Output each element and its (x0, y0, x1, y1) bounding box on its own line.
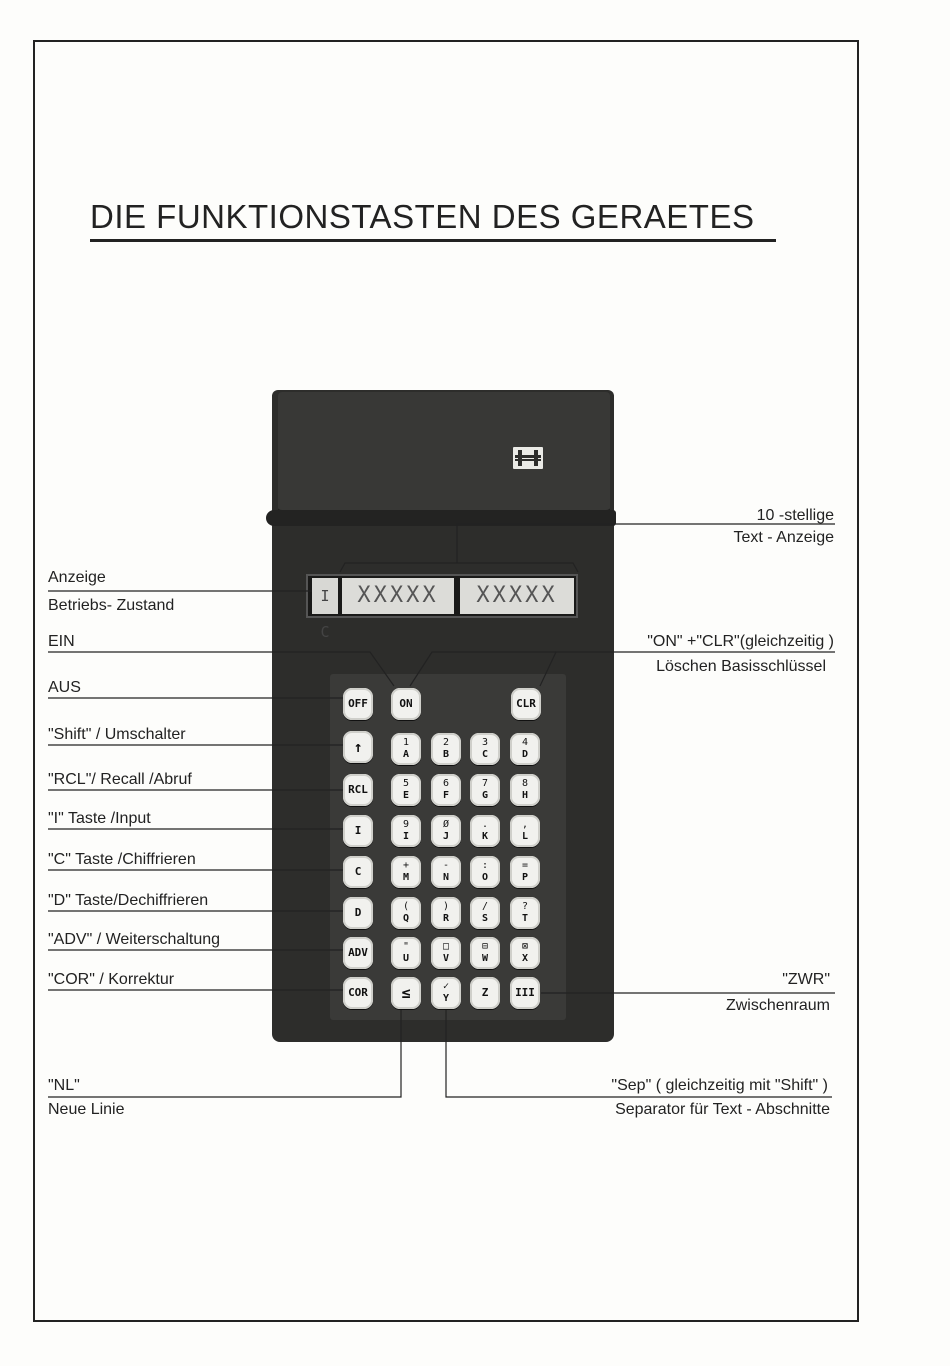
key-equals-p[interactable]: =P (510, 856, 540, 888)
nl-key[interactable]: ≤ (391, 977, 421, 1009)
lid-lip (266, 510, 616, 526)
label-nl: "NL" (48, 1077, 80, 1094)
key-box-w[interactable]: ⊟W (470, 937, 500, 969)
key-colon-o[interactable]: :O (470, 856, 500, 888)
brand-logo-icon (513, 447, 543, 469)
key-z[interactable]: Z (470, 977, 500, 1009)
status-indicator: I C (312, 578, 338, 641)
off-key[interactable]: OFF (343, 688, 373, 720)
label-betriebs-zustand: Betriebs- Zustand (48, 597, 175, 614)
adv-key[interactable]: ADV (343, 937, 373, 969)
page-title: DIE FUNKTIONSTASTEN DES GERAETES (90, 198, 755, 235)
key-plus-m[interactable]: +M (391, 856, 421, 888)
key-dot-k[interactable]: .K (470, 815, 500, 847)
label-chiffrieren: "C" Taste /Chiffrieren (48, 851, 196, 868)
text-display-bracket (339, 562, 579, 573)
label-on-clr: "ON" +"CLR"(gleichzeitig ) (647, 633, 834, 650)
leader-on-clr (409, 651, 835, 687)
label-anzeige: Anzeige (48, 569, 106, 586)
text-display-left: XXXXX (342, 578, 454, 614)
label-aus: AUS (48, 679, 81, 696)
key-rparen-r[interactable]: )R (431, 897, 461, 929)
label-shift: "Shift" / Umschalter (48, 726, 186, 743)
label-ein: EIN (48, 633, 75, 650)
label-separator: Separator für Text - Abschnitte (615, 1101, 830, 1118)
d-key[interactable]: D (343, 897, 373, 929)
leader-clr (539, 651, 557, 687)
leader-ein (48, 651, 395, 687)
device-lid (278, 392, 610, 512)
label-input: "I" Taste /Input (48, 810, 151, 827)
label-10-stellige: 10 -stellige (756, 507, 834, 524)
label-zwischenraum: Zwischenraum (725, 997, 830, 1014)
label-text-anzeige: Text - Anzeige (733, 529, 835, 546)
label-dechiffrieren: "D" Taste/Dechiffrieren (48, 892, 209, 909)
key-question-t[interactable]: ?T (510, 897, 540, 929)
title-underline (90, 239, 776, 242)
label-loeschen-basisschluessel: Löschen Basisschlüssel (656, 658, 826, 675)
rcl-key[interactable]: RCL (343, 774, 373, 806)
label-zwr: "ZWR" (782, 971, 830, 988)
label-neue-linie: Neue Linie (48, 1101, 125, 1118)
key-quote-u[interactable]: "U (391, 937, 421, 969)
label-sep: "Sep" ( gleichzeitig mit "Shift" ) (611, 1077, 828, 1094)
zwr-key[interactable]: III (510, 977, 540, 1009)
page-border (33, 40, 859, 1322)
key-lparen-q[interactable]: (Q (391, 897, 421, 929)
shift-key[interactable]: ↑ (343, 731, 373, 763)
leader-text (456, 523, 835, 563)
sep-key-y[interactable]: ✓Y (431, 977, 461, 1009)
input-key[interactable]: I (343, 815, 373, 847)
label-rcl: "RCL"/ Recall /Abruf (48, 771, 192, 788)
clr-key[interactable]: CLR (511, 688, 541, 720)
leader-sep (445, 1010, 832, 1098)
on-key[interactable]: ON (391, 688, 421, 720)
cor-key[interactable]: COR (343, 977, 373, 1009)
key-box-x[interactable]: ⊠X (510, 937, 540, 969)
leader-nl (48, 1010, 402, 1098)
text-display-right: XXXXX (460, 578, 574, 614)
label-cor: "COR" / Korrektur (48, 971, 175, 988)
key-slash-s[interactable]: /S (470, 897, 500, 929)
key-comma-l[interactable]: ,L (510, 815, 540, 847)
c-key[interactable]: C (343, 856, 373, 888)
key-box-v[interactable]: □V (431, 937, 461, 969)
key-minus-n[interactable]: -N (431, 856, 461, 888)
label-adv: "ADV" / Weiterschaltung (48, 931, 221, 948)
